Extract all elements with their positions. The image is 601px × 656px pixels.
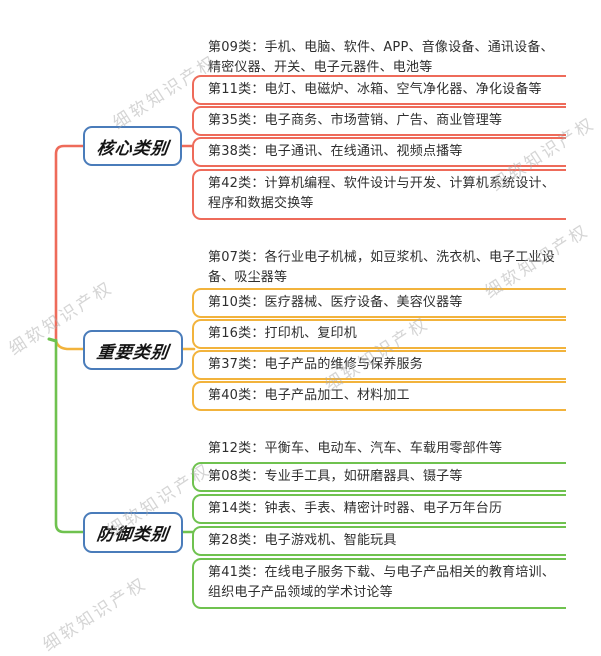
class-item: 第09类：手机、电脑、软件、APP、音像设备、通讯设备、精密仪器、开关、电子元器… [208,40,554,75]
class-item: 第14类：钟表、手表、精密计时器、电子万年台历 [192,494,566,524]
mindmap-canvas: 核心类别 第09类：手机、电脑、软件、APP、音像设备、通讯设备、精密仪器、开关、… [5,40,600,656]
class-item: 第40类：电子产品加工、材料加工 [192,381,566,411]
category-node-important: 重要类别 [83,330,183,370]
class-item: 第37类：电子产品的维修与保养服务 [192,350,566,380]
class-item: 第35类：电子商务、市场营销、广告、商业管理等 [192,106,566,136]
category-label: 防御类别 [95,525,170,545]
category-label: 核心类别 [94,138,170,159]
class-item: 第12类：平衡车、电动车、汽车、车载用零部件等 [208,441,503,456]
class-item: 第07类：各行业电子机械，如豆浆机、洗衣机、电子工业设备、吸尘器等 [208,250,555,285]
class-item: 第08类：专业手工具，如研磨器具、镊子等 [192,462,566,492]
class-item: 第11类：电灯、电磁炉、冰箱、空气净化器、净化设备等 [192,75,566,105]
class-item: 第10类：医疗器械、医疗设备、美容仪器等 [192,288,566,318]
class-item: 第42类：计算机编程、软件设计与开发、计算机系统设计、程序和数据交换等 [192,169,566,220]
class-item: 第41类：在线电子服务下载、与电子产品相关的教育培训、组织电子产品领域的学术讨论… [192,558,566,609]
connector-line [47,337,58,343]
connector-line [54,144,85,342]
category-node-core: 核心类别 [83,126,182,166]
category-label: 重要类别 [95,342,170,363]
class-item: 第28类：电子游戏机、智能玩具 [192,526,566,556]
category-node-defense: 防御类别 [83,512,183,553]
class-item: 第38类：电子通讯、在线通讯、视频点播等 [192,137,566,167]
connector-line [54,338,85,351]
connector-line [54,338,85,534]
connector-svg [47,144,196,534]
class-item: 第16类：打印机、复印机 [192,319,566,349]
